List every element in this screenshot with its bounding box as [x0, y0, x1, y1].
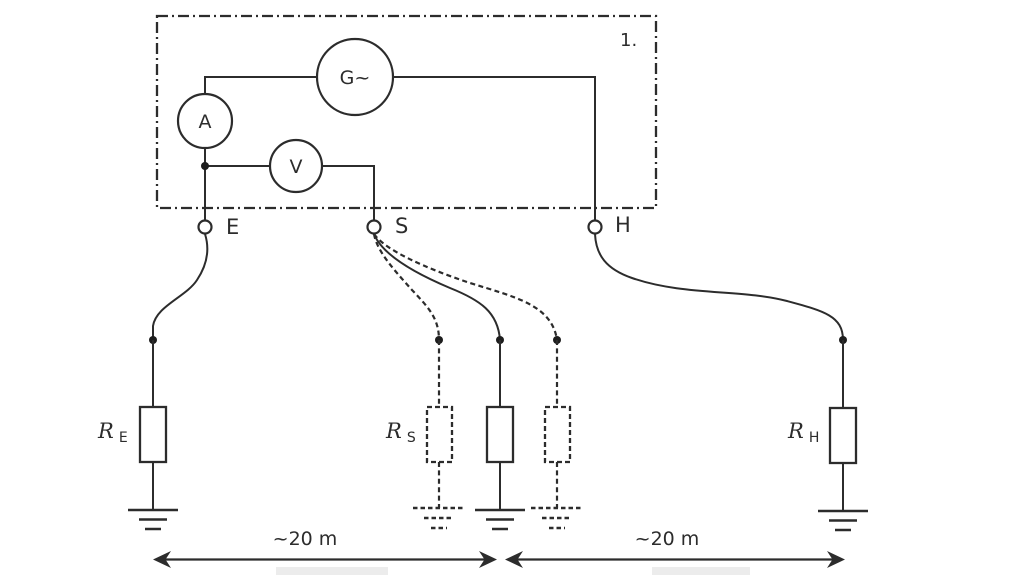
arrow-left-head-icon: [505, 551, 523, 568]
junction-dot: [201, 162, 209, 170]
terminal-e-circle: [197, 219, 213, 235]
distance-right-label: ~20 m: [635, 528, 700, 550]
voltmeter-label: V: [290, 156, 303, 178]
resistor-re-label: R E: [97, 419, 128, 446]
test-leads: [152, 233, 844, 341]
generator-meter: G~: [315, 37, 395, 117]
arrow-left-head-icon: [153, 551, 171, 568]
ground-symbol-rs-right: [531, 506, 583, 530]
terminal-h-label: H: [615, 213, 631, 237]
generator-label: G~: [340, 67, 371, 89]
terminal-e: E: [197, 215, 239, 239]
terminal-s: S: [366, 214, 408, 238]
arrow-right-head-icon: [827, 551, 845, 568]
electrode-rs-alt-right: [531, 336, 583, 530]
distance-left-label: ~20 m: [273, 528, 338, 550]
ground-symbol-rs: [475, 508, 525, 531]
terminal-s-circle: [366, 219, 382, 235]
ammeter-label: A: [199, 111, 212, 133]
enclosure-number-label: 1.: [620, 30, 637, 51]
instrument-enclosure: 1.: [155, 14, 658, 210]
enclosure-border: [155, 14, 658, 210]
ammeter-circle: [176, 92, 234, 150]
distance-left: ~20 m: [153, 528, 497, 568]
watermark-smudge: [276, 567, 388, 575]
lead-s-alt-left: [372, 233, 441, 341]
watermark-smudge: [652, 567, 750, 575]
ammeter: A: [176, 92, 234, 150]
wire-voltmeter-to-terminal-s: [322, 165, 375, 221]
terminal-s-label: S: [395, 214, 408, 238]
resistor-rh-label: R H: [787, 419, 819, 446]
resistor-rs-left: [425, 405, 454, 464]
wire-generator-to-terminal-h: [393, 76, 596, 221]
voltmeter: V: [268, 138, 324, 194]
terminal-h-circle: [587, 219, 603, 235]
lead-s-center: [373, 233, 501, 341]
electrode-rs: R S: [385, 336, 525, 531]
wire-ammeter-to-generator: [204, 76, 317, 96]
distance-right: ~20 m: [505, 528, 845, 568]
arrow-right-head-icon: [479, 551, 497, 568]
ground-symbol-re: [128, 508, 178, 531]
terminal-h: H: [587, 213, 631, 237]
electrode-rs-alt-left: [413, 336, 465, 530]
resistor-rh: [828, 406, 858, 465]
internal-wiring: [201, 76, 596, 221]
voltmeter-circle: [268, 138, 324, 194]
resistor-rs-right: [543, 405, 572, 464]
resistor-rs: [485, 405, 515, 464]
ground-symbol-rh: [818, 509, 868, 532]
lead-e: [152, 233, 209, 340]
electrode-re: R E: [97, 336, 178, 531]
resistor-re: [138, 405, 168, 464]
lead-s-alt-right: [373, 233, 559, 341]
resistor-rs-label: R S: [385, 419, 416, 446]
terminal-e-label: E: [226, 215, 239, 239]
electrode-rh: R H: [787, 336, 868, 532]
ground-symbol-rs-left: [413, 506, 465, 530]
generator-circle: [315, 37, 395, 117]
lead-h: [594, 233, 844, 341]
